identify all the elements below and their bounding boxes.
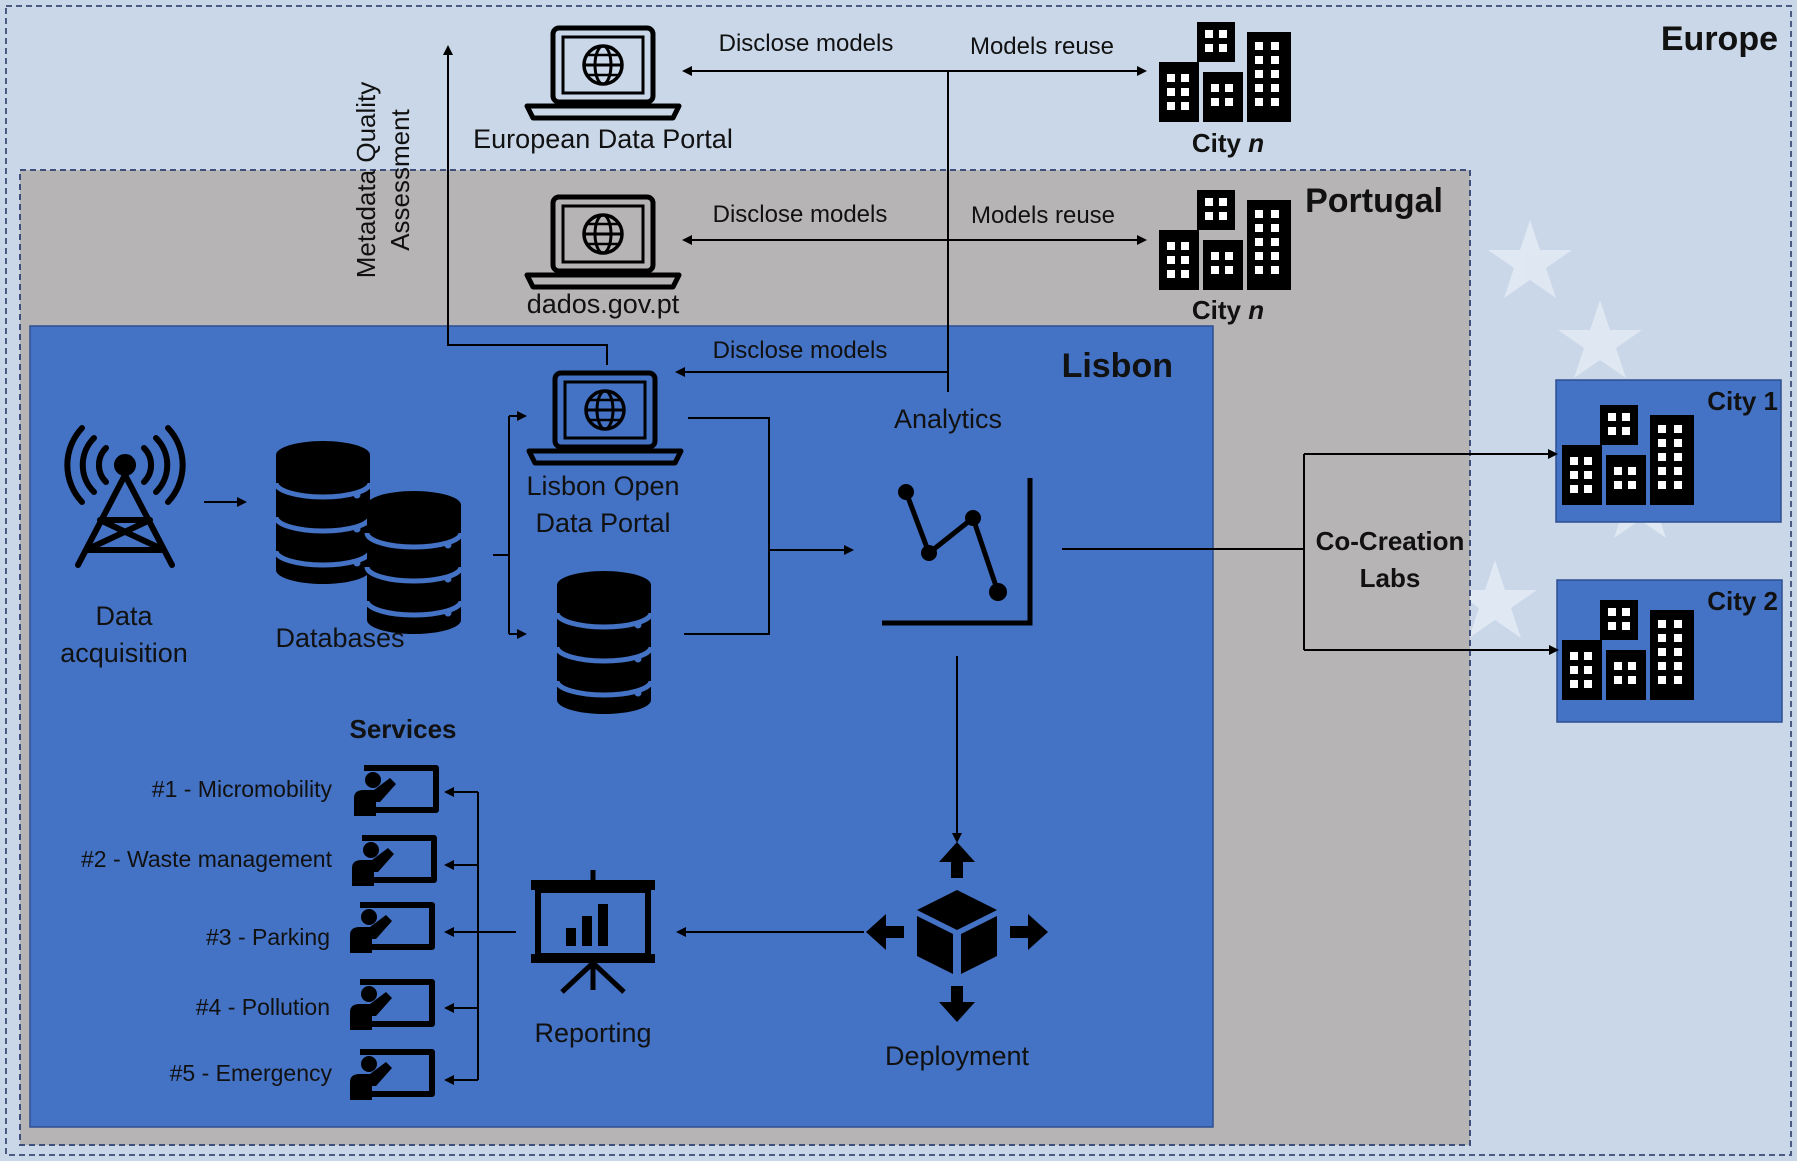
cocreation-connectors xyxy=(1062,449,1559,655)
connectors-top xyxy=(443,45,1147,392)
lisbon-region xyxy=(29,325,1214,1128)
data-acquisition-label-line2: acquisition xyxy=(60,638,188,668)
deployment-label: Deployment xyxy=(885,1041,1030,1071)
european-portal-label: European Data Portal xyxy=(473,124,733,154)
portugal-border xyxy=(19,169,1471,1146)
databases-connectors xyxy=(493,411,527,639)
service-item: #2 - Waste management xyxy=(81,846,333,872)
metadata-quality-label-line2: Assessment xyxy=(385,108,415,250)
portugal-label: Portugal xyxy=(1305,182,1443,220)
disclose-models-label-eu: Disclose models xyxy=(719,30,894,57)
europe-city-n-label: City n xyxy=(1192,128,1264,158)
antenna-tower-icon xyxy=(64,425,186,568)
city1-label: City 1 xyxy=(1707,386,1778,416)
models-reuse-label-eu: Models reuse xyxy=(970,33,1114,60)
portal-to-analytics-connectors xyxy=(684,417,854,635)
databases-label: Databases xyxy=(275,623,404,653)
deployment-cube-icon xyxy=(866,842,1048,1022)
services-connectors xyxy=(444,787,516,1085)
portugal-city-n-label: City n xyxy=(1192,295,1264,325)
national-portal-label: dados.gov.pt xyxy=(527,289,680,319)
reporting-label: Reporting xyxy=(534,1018,651,1048)
line-chart-icon xyxy=(882,478,1033,626)
service-item: #1 - Micromobility xyxy=(152,776,333,802)
metadata-quality-label: Metadata Quality Assessment xyxy=(351,82,415,279)
metadata-quality-label-line1: Metadata Quality xyxy=(351,82,381,279)
database-icon-1 xyxy=(276,441,370,584)
disclose-models-label-pt: Disclose models xyxy=(713,201,888,228)
portal-database-icon xyxy=(557,571,651,714)
lisbon-label: Lisbon xyxy=(1062,347,1173,385)
service-item: #4 - Pollution xyxy=(196,994,330,1020)
lisbon-portal-label-line2: Data Portal xyxy=(535,508,670,538)
models-reuse-label-pt: Models reuse xyxy=(971,202,1115,229)
cocreation-label-line1: Co-Creation xyxy=(1316,526,1465,556)
europe-border xyxy=(5,5,1792,1156)
reporting-presentation-icon xyxy=(531,870,655,994)
analytics-label: Analytics xyxy=(894,404,1002,434)
lisbon-portal-label-line1: Lisbon Open xyxy=(526,471,679,501)
service-item: #5 - Emergency xyxy=(170,1060,333,1086)
data-acquisition-label-line1: Data xyxy=(95,601,153,631)
disclose-models-label-lisbon: Disclose models xyxy=(713,337,888,364)
database-icon-2 xyxy=(367,491,461,634)
service-item: #3 - Parking xyxy=(206,924,330,950)
services-title: Services xyxy=(350,714,457,744)
cocreation-label-line2: Labs xyxy=(1360,563,1421,593)
europe-label: Europe xyxy=(1661,20,1778,58)
city2-label: City 2 xyxy=(1707,586,1778,616)
